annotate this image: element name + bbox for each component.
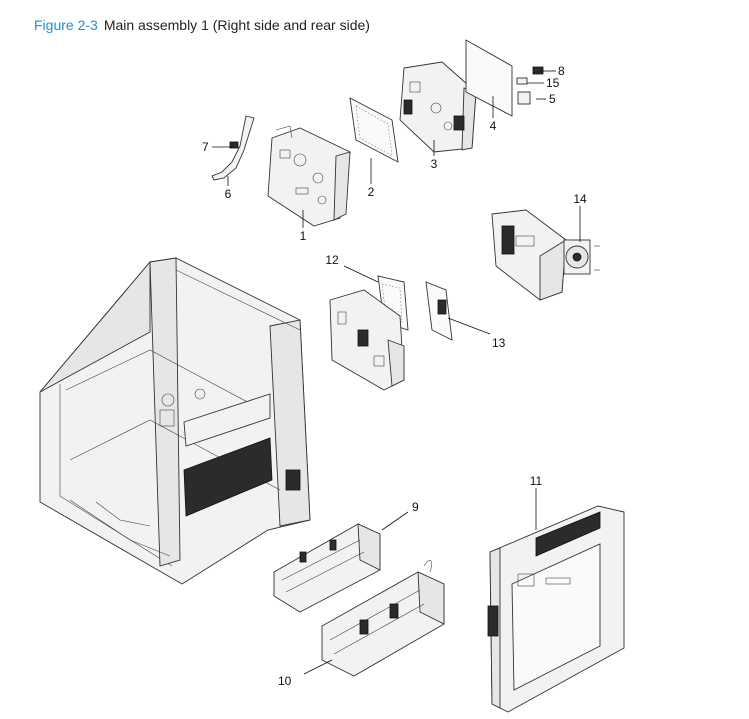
callout-13: 13 xyxy=(492,336,506,350)
part-8-chip xyxy=(532,66,544,75)
callout-7: 7 xyxy=(202,140,209,154)
part-15-chip xyxy=(516,77,528,85)
part-12-bracket xyxy=(329,289,405,391)
part-10-fuser xyxy=(321,560,445,677)
callout-15: 15 xyxy=(546,76,560,90)
figure-caption: Figure 2-3 Main assembly 1 (Right side an… xyxy=(34,17,370,33)
callout-11: 11 xyxy=(530,474,543,488)
part-5-module xyxy=(517,91,531,105)
callout-labels: 1 2 3 4 5 6 7 8 9 10 11 12 13 14 15 xyxy=(202,64,587,688)
figure-label: Figure 2-3 xyxy=(34,17,98,33)
part-4-cover-plate xyxy=(465,39,513,117)
callout-12: 12 xyxy=(325,253,339,267)
figure-title: Main assembly 1 (Right side and rear sid… xyxy=(103,17,370,33)
callout-1: 1 xyxy=(300,229,307,243)
callout-5: 5 xyxy=(549,92,556,106)
callout-6: 6 xyxy=(225,187,232,201)
callout-2: 2 xyxy=(368,185,375,199)
part-6-flat-cable xyxy=(211,115,255,181)
part-13-board xyxy=(425,281,453,341)
part-14-fan-duct xyxy=(491,209,600,301)
part-7-connector xyxy=(229,141,239,149)
callout-3: 3 xyxy=(431,157,438,171)
callout-9: 9 xyxy=(412,500,419,514)
part-2-board xyxy=(349,97,399,163)
callout-14: 14 xyxy=(573,192,587,206)
part-11-rear-door xyxy=(487,505,625,713)
callout-10: 10 xyxy=(278,674,292,688)
part-9-fuser xyxy=(273,523,381,613)
callout-8: 8 xyxy=(558,64,565,78)
part-1-controller-bracket xyxy=(267,125,351,227)
callout-4: 4 xyxy=(490,119,497,133)
main-frame xyxy=(39,257,311,585)
leader-lines xyxy=(212,70,581,675)
part-3-formatter-cage xyxy=(399,61,477,153)
